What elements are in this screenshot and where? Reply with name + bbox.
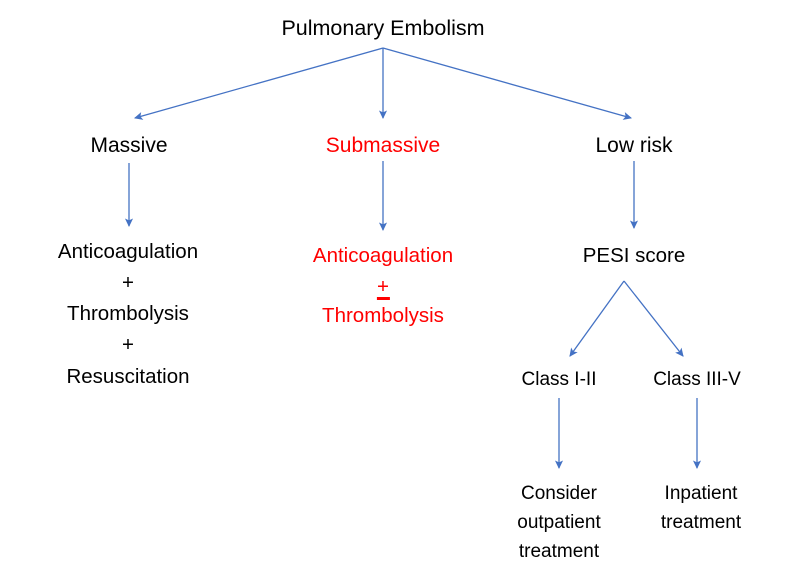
node-pulmonary-embolism[interactable]: Pulmonary Embolism (281, 12, 484, 45)
treatment-line-2: Thrombolysis (67, 302, 189, 326)
edge-root-to-low-risk (382, 47, 633, 120)
node-inpatient-treatment[interactable]: Inpatient treatment (661, 480, 741, 538)
treatment-plus-1: + (122, 271, 134, 295)
node-class-iii-v[interactable]: Class III-V (653, 366, 741, 395)
node-massive-treatment[interactable]: Anticoagulation + Thrombolysis + Resusci… (58, 236, 198, 392)
treatment-line-2: Thrombolysis (322, 304, 444, 328)
node-label: Submassive (325, 134, 441, 157)
node-submassive-treatment[interactable]: Anticoagulation + Thrombolysis (313, 240, 453, 331)
treatment-line-1: Anticoagulation (57, 240, 199, 263)
node-label: PESI score (582, 244, 686, 267)
node-massive[interactable]: Massive (90, 130, 167, 162)
node-label: Class III-V (653, 369, 741, 390)
node-consider-outpatient-treatment[interactable]: Consider outpatient treatment (517, 480, 600, 567)
outcome-line-2: outpatient (517, 511, 601, 533)
plus-minus-glyph: + (377, 275, 389, 299)
edge-pesi-to-class-i-ii (569, 280, 625, 357)
node-label: Massive (90, 134, 168, 157)
edge-root-to-massive (133, 47, 384, 120)
outcome-line-1: Inpatient (664, 483, 738, 504)
treatment-line-1: Anticoagulation (312, 244, 454, 267)
node-low-risk[interactable]: Low risk (595, 130, 672, 162)
edge-pesi-to-class-iii-v (623, 280, 684, 357)
treatment-plus-2: + (122, 333, 134, 357)
treatment-line-3: Resuscitation (66, 364, 190, 388)
outcome-line-3: treatment (518, 540, 600, 562)
node-submassive[interactable]: Submassive (326, 130, 440, 162)
node-label: Pulmonary Embolism (281, 16, 485, 40)
plus-minus-symbol: + (313, 271, 453, 301)
node-pesi-score[interactable]: PESI score (583, 240, 686, 271)
node-label: Class I-II (521, 369, 597, 390)
outcome-line-2: treatment (660, 511, 742, 533)
node-label: Low risk (595, 134, 673, 157)
node-class-i-ii[interactable]: Class I-II (522, 366, 597, 395)
outcome-line-1: Consider (520, 483, 598, 504)
